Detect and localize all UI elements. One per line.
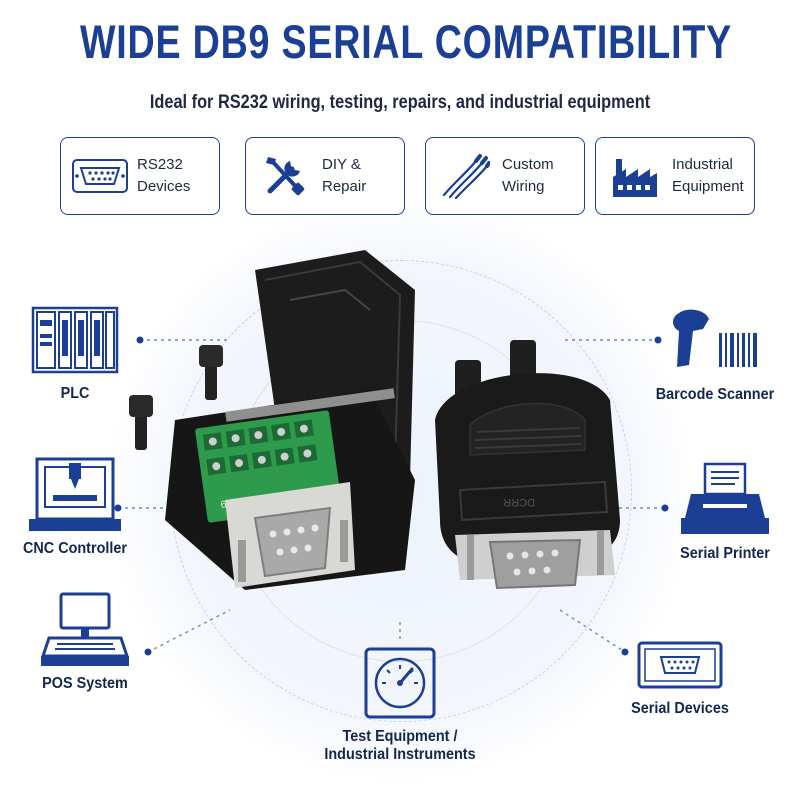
- app-pos-system: POS System: [25, 590, 145, 693]
- app-serial-printer: Serial Printer: [660, 460, 790, 563]
- feature-label-line1: Industrial: [672, 156, 733, 173]
- barcode-scanner-icon: [673, 309, 757, 367]
- feature-label-line2: Equipment: [672, 178, 744, 195]
- app-label-test-line1: Test Equipment /: [342, 728, 458, 745]
- feature-label-line1: DIY &: [322, 156, 361, 173]
- feature-custom-wiring: Custom Wiring: [425, 137, 585, 215]
- feature-label-line2: Repair: [322, 178, 367, 195]
- factory-icon: [606, 153, 664, 199]
- feature-label-line1: Custom: [502, 156, 554, 173]
- tools-icon: [256, 153, 314, 199]
- closed-connector-hood: DCRR: [435, 340, 620, 590]
- app-label-cnc: CNC Controller: [22, 540, 128, 557]
- plc-icon: [31, 306, 119, 374]
- cover-brand-text: DCRR: [503, 496, 535, 508]
- app-label-serial-devices: Serial Devices: [631, 700, 729, 717]
- app-cnc-controller: CNC Controller: [15, 455, 135, 558]
- db9-connector-product-image: 6 7 8 9 DCRR: [129, 250, 620, 590]
- app-label-pos: POS System: [42, 675, 128, 692]
- page-title: WIDE DB9 SERIAL COMPATIBILITY: [80, 15, 732, 68]
- app-plc: PLC: [25, 300, 125, 403]
- gauge-meter-icon: [364, 647, 436, 719]
- db9-port-icon: [71, 153, 129, 199]
- feature-label-line1: RS232: [137, 156, 183, 173]
- page-subtitle: Ideal for RS232 wiring, testing, repairs…: [149, 92, 651, 113]
- feature-label-line2: Wiring: [502, 178, 545, 195]
- app-label-barcode: Barcode Scanner: [655, 386, 775, 403]
- pos-terminal-icon: [40, 592, 130, 666]
- app-barcode-scanner: Barcode Scanner: [645, 305, 785, 404]
- feature-rs232-devices: RS232 Devices: [60, 137, 220, 215]
- open-connector-hood: 6 7 8 9: [129, 250, 415, 590]
- app-label-printer: Serial Printer: [680, 545, 770, 562]
- app-test-equipment: Test Equipment / Industrial Instruments: [300, 645, 500, 764]
- serial-device-icon: [637, 641, 723, 689]
- app-serial-devices: Serial Devices: [620, 635, 740, 718]
- printer-icon: [681, 462, 769, 534]
- feature-industrial-equipment: Industrial Equipment: [595, 137, 755, 215]
- app-label-test-line2: Industrial Instruments: [324, 746, 476, 763]
- cnc-machine-icon: [29, 457, 121, 531]
- feature-diy-repair: DIY & Repair: [245, 137, 405, 215]
- feature-label-line2: Devices: [137, 178, 191, 195]
- app-label-plc: PLC: [60, 385, 90, 402]
- wires-icon: [436, 153, 494, 199]
